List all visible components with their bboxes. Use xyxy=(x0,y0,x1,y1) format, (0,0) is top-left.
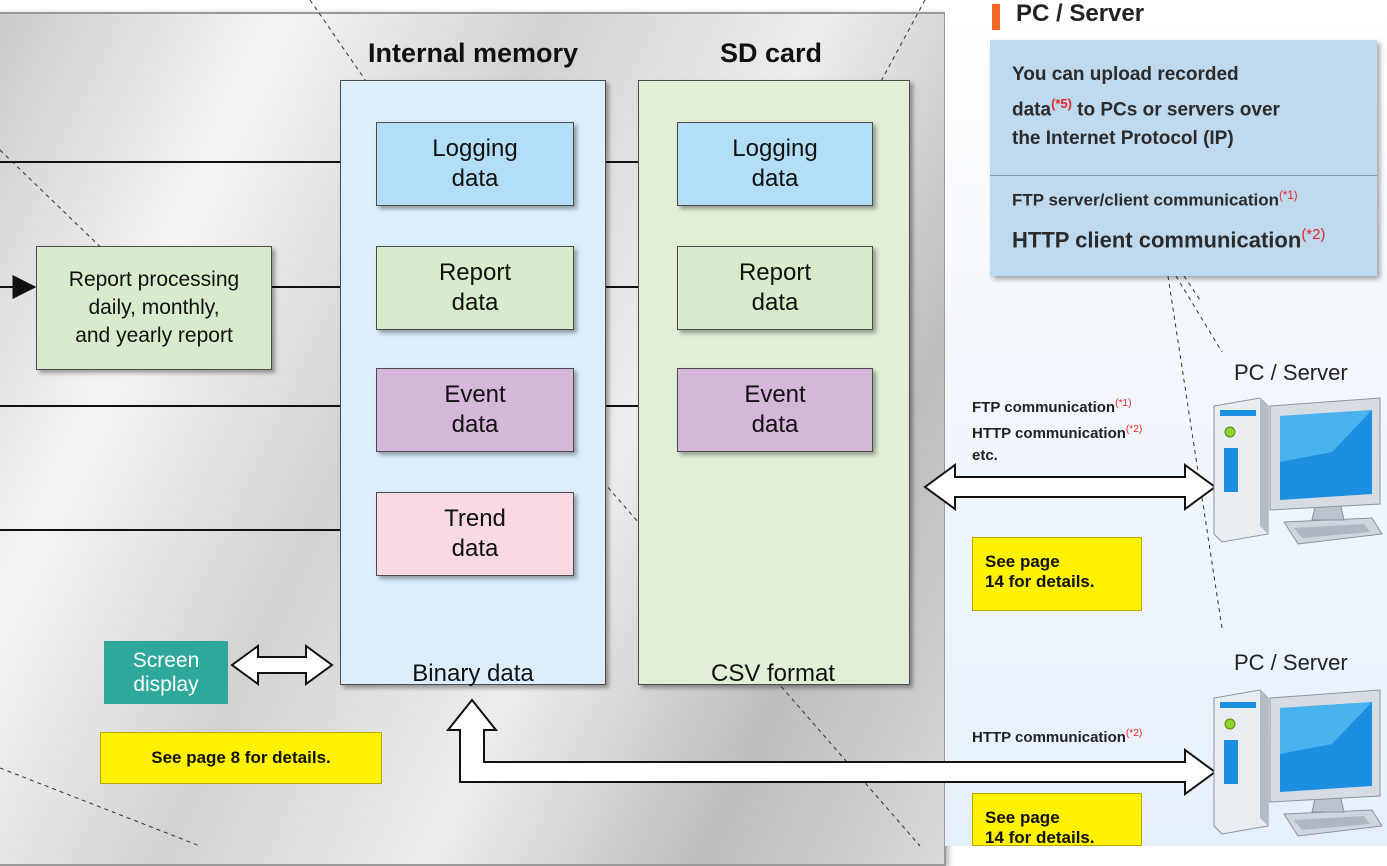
internal-trend-data-box: Trend data xyxy=(376,492,574,576)
internal-memory-heading: Internal memory xyxy=(367,38,579,68)
reference-2: (*2) xyxy=(1125,728,1143,739)
box-label-line1: Logging xyxy=(432,135,518,162)
pc-server-1-protocols: FTP communication(*1) HTTP communication… xyxy=(972,393,1142,467)
desc-line2: data(*5) to PCs or servers over xyxy=(1012,96,1280,121)
pc-server-info-box: You can upload recorded data(*5) to PCs … xyxy=(990,40,1377,276)
box-label-line2: data xyxy=(751,289,799,316)
internal-event-data-box: Event data xyxy=(376,368,574,452)
ftp-server-client-line: FTP server/client communication(*1) xyxy=(1012,190,1298,210)
http-client-line: HTTP client communication(*2) xyxy=(1012,226,1326,253)
note-line2: 14 for details. xyxy=(985,828,1095,846)
info-divider xyxy=(990,175,1377,176)
sd-card-heading: SD card xyxy=(719,38,823,68)
screen-display-box: Screen display xyxy=(104,641,228,704)
sd-event-data-box: Event data xyxy=(677,368,873,452)
pc-server-label-2: PC / Server xyxy=(1234,650,1348,675)
pc-server-section-title: PC / Server xyxy=(1016,0,1145,27)
internal-logging-data-box: Logging data xyxy=(376,122,574,206)
pc-server-label-1: PC / Server xyxy=(1234,360,1348,385)
see-page-14-note-1: See page 14 for details. xyxy=(972,537,1142,611)
screen-display-line1: Screen xyxy=(132,648,200,672)
see-page-8-note: See page 8 for details. xyxy=(100,732,382,784)
box-label-line2: data xyxy=(451,165,499,192)
pc-server-2-protocols: HTTP communication(*2) xyxy=(972,723,1142,749)
box-label-line2: data xyxy=(751,411,799,438)
reference-1: (*1) xyxy=(1115,398,1132,409)
note-line1: See page xyxy=(985,808,1060,827)
box-label-line1: Report xyxy=(738,259,812,286)
protocol-line2: HTTP communication(*2) xyxy=(972,424,1143,442)
sd-logging-data-box: Logging data xyxy=(677,122,873,206)
report-processing-line3: and yearly report xyxy=(75,324,233,347)
info-description: You can upload recorded data(*5) to PCs … xyxy=(990,40,1377,154)
internal-report-data-box: Report data xyxy=(376,246,574,330)
protocol-line3: etc. xyxy=(972,447,998,464)
reference-2: (*2) xyxy=(1125,424,1143,435)
report-processing-line1: Report processing xyxy=(68,268,240,291)
pc-server-icon xyxy=(1213,689,1383,837)
section-accent-bar xyxy=(992,4,1000,30)
screen-double-arrow xyxy=(230,644,334,686)
desc-line3: the Internet Protocol (IP) xyxy=(1012,128,1234,150)
sd-card-format-label: CSV format xyxy=(710,660,836,687)
screen-display-line2: display xyxy=(133,672,199,696)
pc-server-icon xyxy=(1213,397,1383,545)
box-label-line2: data xyxy=(451,535,499,562)
box-label-line1: Trend xyxy=(444,505,506,532)
box-label-line1: Event xyxy=(444,381,506,408)
reference-2: (*2) xyxy=(1301,226,1326,243)
protocol-line1: FTP communication(*1) xyxy=(972,398,1132,416)
pc1-double-arrow xyxy=(923,463,1217,511)
sd-report-data-box: Report data xyxy=(677,246,873,330)
report-processing-line2: daily, monthly, xyxy=(88,296,220,319)
box-label-line2: data xyxy=(451,289,499,316)
box-label-line2: data xyxy=(451,411,499,438)
protocol-line1: HTTP communication(*2) xyxy=(972,728,1143,746)
box-label-line1: Report xyxy=(438,259,512,286)
box-label-line2: data xyxy=(751,165,799,192)
see-page-14-note-2: See page 14 for details. xyxy=(972,793,1142,846)
reference-5: (*5) xyxy=(1051,96,1072,111)
desc-line1: You can upload recorded xyxy=(1012,64,1239,85)
reference-1: (*1) xyxy=(1279,190,1298,202)
report-processing-box: Report processing daily, monthly, and ye… xyxy=(36,246,272,370)
note-line2: 14 for details. xyxy=(985,572,1095,591)
internal-memory-format-label: Binary data xyxy=(412,660,534,687)
note-line1: See page xyxy=(985,552,1060,571)
box-label-line1: Logging xyxy=(732,135,818,162)
box-label-line1: Event xyxy=(744,381,806,408)
